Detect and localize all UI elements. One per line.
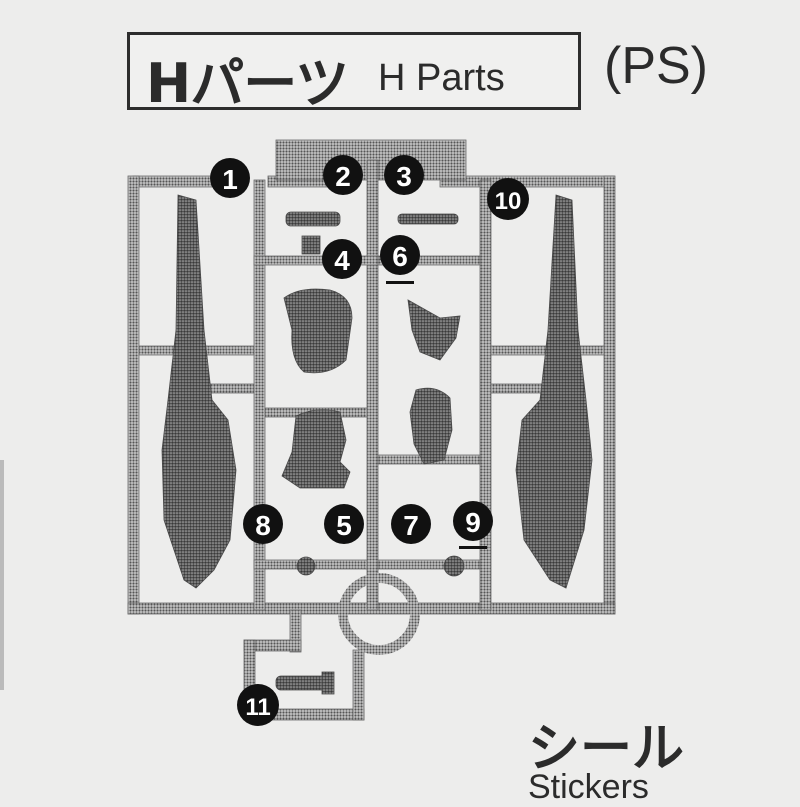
part-number-11: 11 bbox=[237, 684, 279, 726]
stickers-label-en: Stickers bbox=[528, 768, 649, 806]
plastic-parts bbox=[161, 194, 593, 695]
parts-title-jp: Hパーツ bbox=[146, 52, 349, 115]
svg-text:7: 7 bbox=[403, 510, 419, 541]
part-number-7: 7 bbox=[391, 504, 431, 544]
parts-title-en: H Parts bbox=[378, 57, 505, 99]
part-number-3: 3 bbox=[384, 155, 424, 195]
svg-text:9: 9 bbox=[465, 507, 481, 538]
stickers-label-jp: シール bbox=[528, 719, 685, 779]
svg-text:8: 8 bbox=[255, 510, 271, 541]
part-number-2: 2 bbox=[323, 155, 363, 195]
svg-text:4: 4 bbox=[334, 245, 350, 276]
svg-text:5: 5 bbox=[336, 510, 352, 541]
part-number-1: 1 bbox=[210, 158, 250, 198]
part-number-6: 6 bbox=[380, 235, 420, 284]
part-number-5: 5 bbox=[324, 504, 364, 544]
page-edge-mark bbox=[0, 460, 4, 690]
svg-text:10: 10 bbox=[495, 188, 522, 215]
svg-text:1: 1 bbox=[222, 164, 238, 195]
material-tag: (PS) bbox=[604, 37, 708, 95]
title-frame: Hパーツ H Parts bbox=[127, 32, 581, 115]
svg-text:11: 11 bbox=[245, 694, 270, 721]
svg-text:2: 2 bbox=[335, 161, 351, 192]
part-number-8: 8 bbox=[243, 504, 283, 544]
svg-text:6: 6 bbox=[392, 241, 408, 272]
sprue-ring bbox=[338, 573, 420, 655]
part-number-4: 4 bbox=[322, 239, 362, 279]
svg-text:3: 3 bbox=[396, 161, 412, 192]
part-number-9: 9 bbox=[453, 501, 493, 549]
part-number-10: 10 bbox=[487, 178, 529, 220]
